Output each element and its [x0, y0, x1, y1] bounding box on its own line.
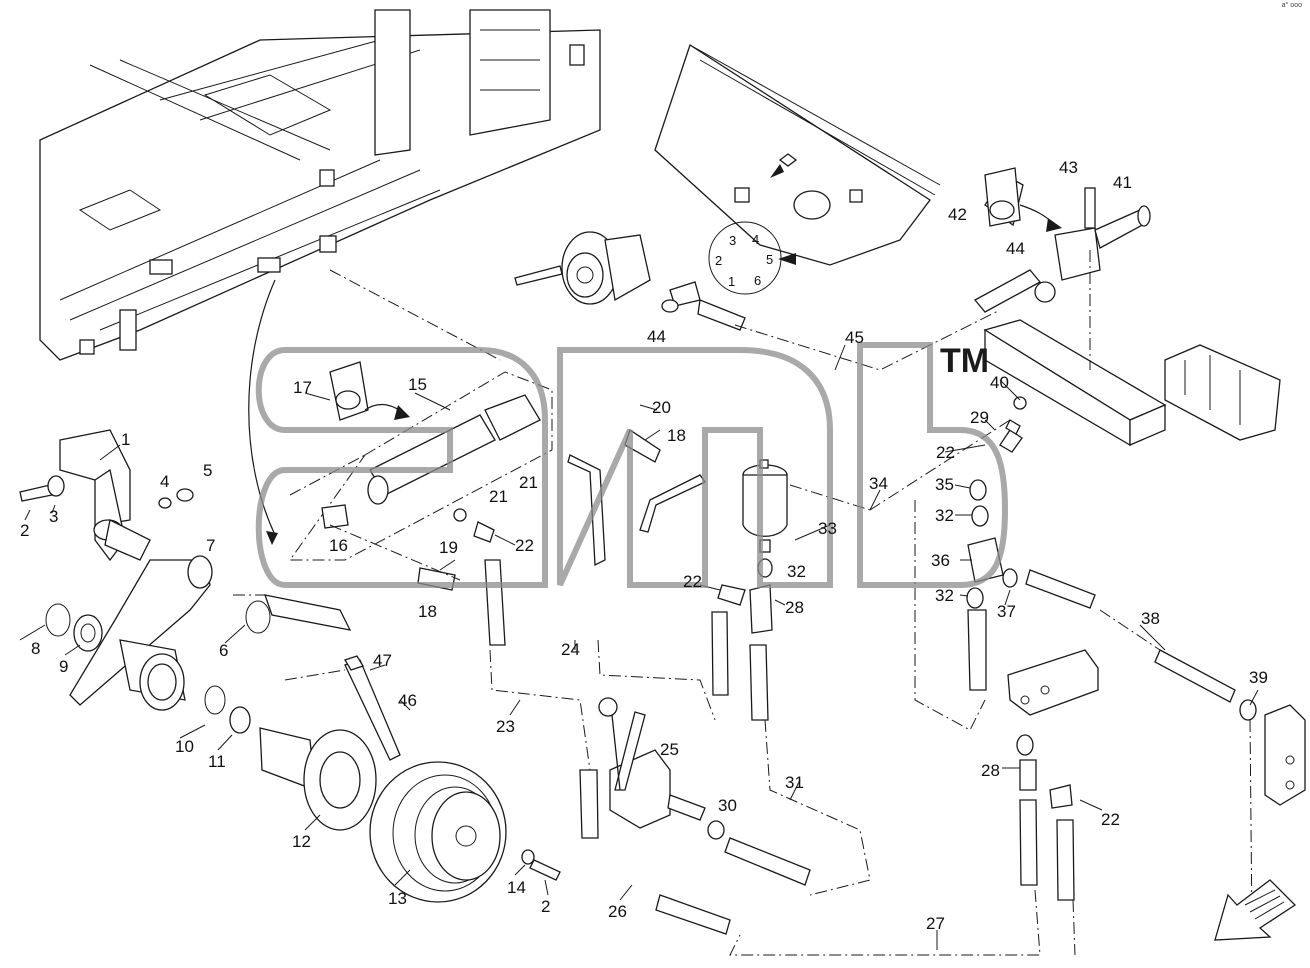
callout-21: 21	[489, 487, 508, 506]
seal-kit-42	[984, 167, 1062, 232]
dial-number: 2	[715, 253, 722, 268]
callout-22: 22	[683, 572, 702, 591]
accumulator	[742, 459, 788, 553]
callout-34: 34	[869, 474, 888, 493]
callout-27: 27	[926, 914, 945, 933]
callout-2: 2	[20, 521, 29, 540]
callout-32: 32	[935, 586, 954, 605]
callout-45: 45	[845, 328, 864, 347]
callout-8: 8	[31, 639, 40, 658]
dial-number: 6	[754, 273, 761, 288]
callout-22: 22	[1101, 810, 1120, 829]
dial-number: 1	[728, 274, 735, 289]
callout-21: 21	[519, 473, 538, 492]
callout-18: 18	[667, 426, 686, 445]
watermark-trademark: TM	[940, 342, 989, 380]
callout-13: 13	[388, 889, 407, 908]
dial-number: 5	[766, 252, 773, 267]
pointer-arrow-icon	[770, 164, 784, 178]
callout-30: 30	[718, 796, 737, 815]
callout-20: 20	[652, 398, 671, 417]
callout-28: 28	[785, 598, 804, 617]
corner-mark: a° ooo	[1281, 2, 1302, 9]
callout-12: 12	[292, 832, 311, 851]
callout-22: 22	[936, 443, 955, 462]
callout-15: 15	[408, 375, 427, 394]
seal-kit-17	[329, 361, 410, 421]
callout-18: 18	[418, 602, 437, 621]
chassis-frame	[39, 9, 601, 361]
callout-32: 32	[935, 506, 954, 525]
callout-11: 11	[208, 752, 226, 771]
callout-25: 25	[660, 740, 679, 759]
callout-38: 38	[1141, 609, 1160, 628]
callout-19: 19	[439, 538, 458, 557]
callout-33: 33	[818, 519, 837, 538]
callout-6: 6	[219, 641, 228, 660]
callout-41: 41	[1113, 173, 1132, 192]
pointer-arrow-icon	[778, 253, 796, 265]
callout-3: 3	[49, 507, 58, 526]
callout-1: 1	[121, 430, 130, 449]
callout-10: 10	[175, 737, 194, 756]
callout-28: 28	[981, 761, 1000, 780]
callout-4: 4	[160, 472, 169, 491]
callout-46: 46	[398, 691, 417, 710]
callout-36: 36	[931, 551, 950, 570]
dial-number: 4	[752, 232, 759, 247]
callout-47: 47	[373, 651, 392, 670]
manual-valve	[598, 697, 725, 840]
valve-block-assembly	[973, 174, 1281, 453]
callout-39: 39	[1249, 668, 1268, 687]
dial-labels: 1 2 3 4 5 6	[715, 232, 773, 289]
callout-22: 22	[515, 536, 534, 555]
callout-29: 29	[970, 408, 989, 427]
callout-7: 7	[206, 536, 215, 555]
callout-32: 32	[787, 562, 806, 581]
callout-2: 2	[541, 897, 550, 916]
callout-16: 16	[329, 536, 348, 555]
callout-14: 14	[507, 878, 526, 897]
callout-43: 43	[1059, 158, 1078, 177]
callout-31: 31	[785, 773, 804, 792]
callout-44: 44	[647, 327, 666, 346]
hydraulic-motor	[514, 231, 651, 305]
pulley-assembly	[19, 429, 561, 903]
callout-40: 40	[990, 373, 1009, 392]
watermark-logo	[255, 342, 1009, 588]
callout-9: 9	[59, 657, 68, 676]
motor-fittings	[661, 281, 746, 331]
callout-26: 26	[608, 902, 627, 921]
callout-44: 44	[1006, 239, 1025, 258]
connection-lines	[233, 250, 1253, 956]
callout-5: 5	[203, 461, 212, 480]
callout-17: 17	[293, 378, 312, 397]
dial-number: 3	[729, 233, 736, 248]
leader-lines	[19, 344, 1259, 950]
callout-35: 35	[935, 475, 954, 494]
callout-37: 37	[997, 602, 1016, 621]
callout-24: 24	[561, 640, 580, 659]
arrow-down-left-icon	[1214, 879, 1297, 941]
hydraulic-hoses	[484, 454, 1236, 935]
manifold-blocks	[1002, 568, 1306, 809]
callout-labels: 1 2 2 3 4 5 6 7 8 9 10 11 12 13 14 15 16…	[20, 158, 1268, 933]
callout-23: 23	[496, 717, 515, 736]
mounting-plate	[654, 43, 941, 266]
callout-42: 42	[948, 205, 967, 224]
